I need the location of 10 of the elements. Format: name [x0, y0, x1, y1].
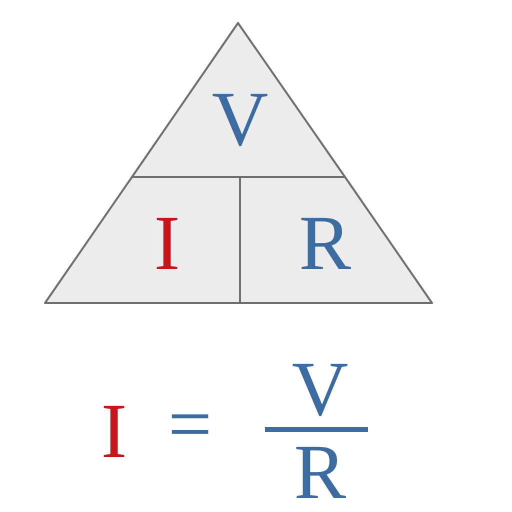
formula-variable: R	[294, 433, 346, 511]
triangle-section	[131, 22, 346, 178]
formula-variable: I	[101, 392, 127, 470]
variable-letter: V	[212, 80, 268, 158]
variable-letter: R	[298, 204, 352, 282]
equals-sign: =	[168, 385, 212, 463]
formula-variable: V	[292, 350, 348, 428]
triangle-section	[44, 176, 241, 304]
triangle-section	[239, 176, 433, 304]
variable-letter: I	[154, 204, 180, 282]
